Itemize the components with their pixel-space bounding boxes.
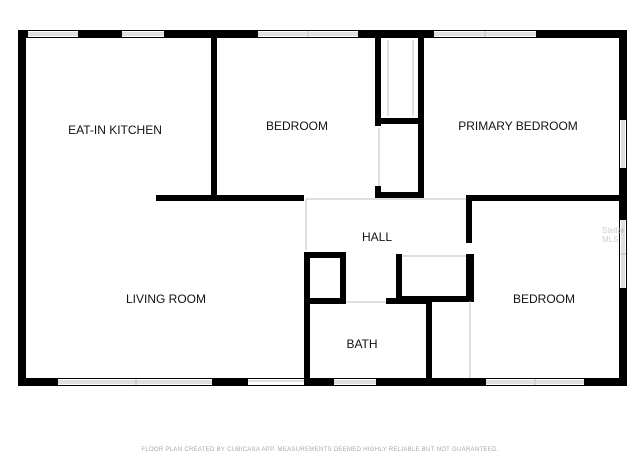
east-wall bbox=[619, 30, 627, 386]
label-living-room: LIVING ROOM bbox=[126, 292, 206, 306]
room-labels: EAT-IN KITCHEN BEDROOM PRIMARY BEDROOM H… bbox=[68, 119, 578, 351]
label-bedroom: BEDROOM bbox=[266, 119, 328, 133]
wall-kitchen-bedroom bbox=[211, 38, 217, 198]
wall-hall-closet-left bbox=[396, 254, 402, 302]
wall-living-bath bbox=[304, 252, 310, 382]
window-bath-bottom bbox=[334, 379, 376, 385]
label-bath: BATH bbox=[346, 337, 377, 351]
wall-linen-right bbox=[340, 252, 346, 302]
west-wall bbox=[18, 30, 26, 386]
wall-hall-bedroom2-lower bbox=[466, 254, 474, 302]
wall-hall-bedroom2-upper bbox=[466, 201, 472, 243]
wall-closet-primary bbox=[418, 38, 424, 198]
label-primary-bedroom: PRIMARY BEDROOM bbox=[458, 119, 578, 133]
wall-hall-closet-bottom bbox=[396, 296, 474, 302]
front-door-opening bbox=[248, 379, 304, 385]
label-hall: HALL bbox=[362, 230, 392, 244]
window-kitchen-top-2 bbox=[122, 31, 164, 37]
label-bedroom-2: BEDROOM bbox=[513, 292, 575, 306]
wall-linen-top bbox=[304, 252, 346, 258]
south-wall bbox=[18, 378, 627, 386]
wall-closet-bottom bbox=[378, 192, 424, 198]
label-eat-in-kitchen: EAT-IN KITCHEN bbox=[68, 123, 162, 137]
outer-walls bbox=[18, 30, 627, 386]
wall-bedroom1-closet bbox=[375, 38, 381, 126]
wall-kitchen-living bbox=[156, 195, 304, 201]
wall-primary-bedroom2 bbox=[466, 195, 622, 201]
wall-bath-right bbox=[426, 302, 432, 382]
wall-closet-divider bbox=[378, 118, 424, 124]
window-openings bbox=[28, 31, 626, 385]
window-kitchen-top bbox=[28, 31, 78, 37]
watermark-text: Stellar MLS bbox=[602, 226, 625, 244]
interior-walls bbox=[156, 38, 622, 382]
window-living-bottom bbox=[58, 379, 212, 385]
wall-bath-top-left bbox=[304, 298, 346, 304]
footer-disclaimer: FLOOR PLAN CREATED BY CUBICASA APP. MEAS… bbox=[141, 447, 499, 453]
door-frames bbox=[305, 40, 471, 378]
window-primary-right bbox=[620, 120, 626, 168]
